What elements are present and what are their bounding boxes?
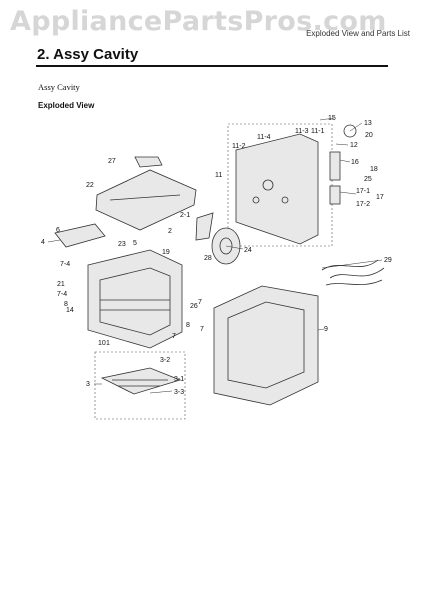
callout-10: 10 <box>98 340 106 347</box>
exploded-view-label: Exploded View <box>38 101 95 110</box>
rack-group-box <box>94 351 186 420</box>
callout-7-4: 7-4 <box>60 261 70 268</box>
bottom-rack-part <box>100 367 182 395</box>
callout-28: 28 <box>204 255 212 262</box>
outer-cabinet-part <box>213 285 319 406</box>
callout-15: 15 <box>328 115 336 122</box>
convection-fan-part <box>195 212 241 265</box>
back-panel-group-box <box>227 123 333 247</box>
title-divider <box>36 65 388 67</box>
callout-labels: 15 13 20 11-1 11-3 11-4 11-2 12 11 16 18… <box>41 115 392 396</box>
callout-2-1: 2-1 <box>180 212 190 219</box>
callout-23: 23 <box>118 241 126 248</box>
callout-2: 2 <box>168 228 172 235</box>
callout-14: 14 <box>66 307 74 314</box>
callout-12: 12 <box>350 142 358 149</box>
top-cover-part <box>95 156 197 231</box>
callout-11-4: 11-4 <box>257 134 271 141</box>
callout-7: 7 <box>198 299 202 306</box>
watermark: AppliancePartsPros.com <box>10 6 387 37</box>
callout-17-1: 17-1 <box>356 188 370 195</box>
oven-cavity-part <box>87 249 183 349</box>
callout-21: 21 <box>57 281 65 288</box>
callout-11-3: 11-3 <box>295 128 309 135</box>
side-rack-part <box>54 223 106 248</box>
callout-20: 20 <box>365 132 373 139</box>
section-title: 2. Assy Cavity <box>37 46 139 63</box>
callout-24: 24 <box>244 247 252 254</box>
callout-7b: 7 <box>200 326 204 333</box>
callout-29: 29 <box>384 257 392 264</box>
callout-7-4b: 7-4 <box>57 291 67 298</box>
callout-27: 27 <box>108 158 116 165</box>
callout-6: 6 <box>56 227 60 234</box>
header-note: Exploded View and Parts List <box>306 29 410 38</box>
callout-17-2: 17-2 <box>356 201 370 208</box>
callout-19: 19 <box>162 249 170 256</box>
callout-11-1: 11-1 <box>311 128 325 135</box>
callout-3: 3 <box>86 381 90 388</box>
back-panel-part <box>235 124 357 245</box>
leader-lines <box>47 117 383 394</box>
callout-5: 5 <box>133 240 137 247</box>
callout-17: 17 <box>376 194 384 201</box>
callout-8: 8 <box>64 301 68 308</box>
callout-26: 26 <box>190 303 198 310</box>
callout-3-1: 3-1 <box>174 376 184 383</box>
callout-9: 9 <box>324 326 328 333</box>
callout-1: 1 <box>106 340 110 347</box>
callout-8b: 8 <box>186 322 190 329</box>
callout-3-2: 3-2 <box>160 357 170 364</box>
callout-16: 16 <box>351 159 359 166</box>
callout-13: 13 <box>364 120 372 127</box>
callout-18: 18 <box>370 166 378 173</box>
subtitle: Assy Cavity <box>38 82 80 92</box>
callout-25: 25 <box>364 176 372 183</box>
callout-22: 22 <box>86 182 94 189</box>
callout-7c: 7 <box>172 333 176 340</box>
callout-11-2: 11-2 <box>232 143 246 150</box>
callout-4: 4 <box>41 239 45 246</box>
callout-11: 11 <box>215 172 222 179</box>
callout-3-3: 3-3 <box>174 389 184 396</box>
